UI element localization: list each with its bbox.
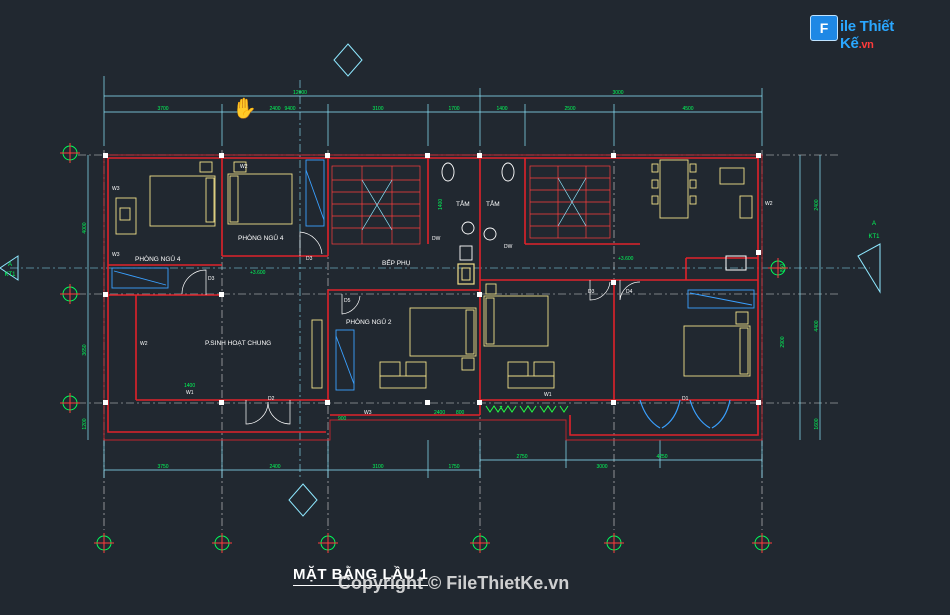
room-bath1-label: TẮM xyxy=(456,199,470,208)
level-l1: +3.600 xyxy=(250,270,266,276)
dim-right-e: 1600 xyxy=(814,418,820,429)
section-marker-texts: A KT1 A KT1 xyxy=(4,221,880,278)
grid-lines xyxy=(10,80,870,530)
dim-top-row2-e: 1400 xyxy=(496,106,507,112)
logo-text-main: ile Thiết Kế xyxy=(840,18,894,52)
bottom-dimension-texts: 3750 2400 3100 1750 2750 3000 4250 xyxy=(157,454,667,470)
window-tag-w3c: W3 xyxy=(364,410,372,416)
grid-bubbles xyxy=(60,143,788,553)
plants xyxy=(485,405,569,413)
door-tag-dw1: DW xyxy=(432,236,441,242)
small-dim-e: 1400 xyxy=(438,199,444,210)
top-dimensions xyxy=(103,76,763,146)
section-markers xyxy=(0,43,881,517)
door-tag-d4: D4 xyxy=(626,289,633,295)
small-dim-d: 900 xyxy=(338,416,347,422)
window-tag-w3a: W3 xyxy=(112,186,120,192)
door-tag-dw2: DW xyxy=(504,244,513,250)
small-dim-c: 2400 xyxy=(434,410,445,416)
wardrobes xyxy=(111,159,755,391)
room-bedroom2-label: PHÒNG NGỦ 2 xyxy=(346,317,392,326)
side-dimensions xyxy=(87,155,821,440)
stair-left xyxy=(331,165,421,245)
section-left-code: KT1 xyxy=(4,272,16,278)
bath-fixtures xyxy=(441,162,515,261)
window-tag-w1a: W1 xyxy=(186,390,194,396)
dim-top-row1-a: 9400 xyxy=(284,106,295,112)
column-nodes xyxy=(103,153,761,405)
door-tag-d5: D5 xyxy=(344,298,351,304)
kitchen-fixture xyxy=(457,255,747,285)
small-dim-a: 1400 xyxy=(184,383,195,389)
pan-hand-icon[interactable]: ✋ xyxy=(232,98,257,120)
dim-bottom-e: 2750 xyxy=(516,454,527,460)
dim-bottom-c: 3100 xyxy=(372,464,383,470)
door-tag-d3a: D3 xyxy=(208,276,215,282)
dim-left-a: 4000 xyxy=(82,222,88,233)
room-living-label: P.SINH HOẠT CHUNG xyxy=(205,340,271,347)
dim-top-row2-c: 3100 xyxy=(372,106,383,112)
dim-top-row2-d: 1700 xyxy=(448,106,459,112)
door-tag-d3b: D3 xyxy=(306,256,313,262)
dim-bottom-d: 1750 xyxy=(448,464,459,470)
stair-right xyxy=(529,165,611,239)
section-left-letter: A xyxy=(8,262,12,268)
door-swings xyxy=(181,231,641,425)
dim-bottom-a: 3750 xyxy=(157,464,168,470)
room-bath2-label: TẮM xyxy=(486,199,500,208)
bottom-dimensions xyxy=(103,440,763,478)
door-tag-d2: D2 xyxy=(268,396,275,402)
dim-top-row2-a: 3700 xyxy=(157,106,168,112)
room-bedroom4b-label: PHÒNG NGỦ 4 xyxy=(238,233,284,242)
window-tag-w2a: W2 xyxy=(240,164,248,170)
window-tag-w2c: W2 xyxy=(765,201,773,207)
small-dim-b: 800 xyxy=(456,410,465,416)
dim-left-b: 3650 xyxy=(82,344,88,355)
dim-right-a: 2400 xyxy=(814,199,820,210)
dim-bottom-g: 4250 xyxy=(656,454,667,460)
dim-bottom-b: 2400 xyxy=(269,464,280,470)
drawing-title: MẶT BẰNG LẦU 1 xyxy=(293,566,429,586)
window-tag-w1b: W1 xyxy=(544,392,552,398)
dim-top-row2-b: 2400 xyxy=(269,106,280,112)
dim-top-total: 12000 xyxy=(293,90,307,96)
section-right-letter: A xyxy=(872,221,876,227)
window-tag-w2b: W2 xyxy=(140,341,148,347)
copyright-watermark: Copyright © FileThietKe.vn xyxy=(338,573,570,593)
room-labels: PHÒNG NGỦ 4 PHÒNG NGỦ 4 P.SINH HOẠT CHUN… xyxy=(135,199,500,347)
dim-right-c: 2900 xyxy=(780,336,786,347)
dim-top-row2-f: 2500 xyxy=(564,106,575,112)
dim-top-row2-g: 4500 xyxy=(682,106,693,112)
window-tag-w3b: W3 xyxy=(112,252,120,258)
dim-bottom-f: 3000 xyxy=(596,464,607,470)
door-tag-d1: D1 xyxy=(682,396,689,402)
dim-top-row1-b: 3000 xyxy=(612,90,623,96)
level-l2: +3.600 xyxy=(618,256,634,262)
top-dimension-texts: 12000 9400 3000 3700 2400 3100 1700 1400… xyxy=(157,90,693,112)
dim-left-c: 1200 xyxy=(82,418,88,429)
door-tag-d3c: D3 xyxy=(588,289,595,295)
logo-text: ile Thiết Kế.vn xyxy=(840,18,920,52)
interior-dims: 1400 800 2400 900 +3.600 +3.600 1400 xyxy=(184,199,634,422)
room-bedroom4a-label: PHÒNG NGỦ 4 xyxy=(135,254,181,263)
filethietke-logo: F ile Thiết Kế.vn xyxy=(810,13,920,52)
logo-mark: F xyxy=(810,15,838,41)
dim-right-d: 4400 xyxy=(814,320,820,331)
section-right-code: KT1 xyxy=(868,234,880,240)
glass-doors xyxy=(639,399,731,429)
logo-text-sub: .vn xyxy=(858,39,874,51)
furniture xyxy=(115,159,753,389)
room-kitchen-label: BẾP PHỤ xyxy=(382,257,411,267)
door-window-tags: D3 D3 D3 D2 DW DW D4 D1 D5 W1 W1 W2 W2 W… xyxy=(112,164,773,416)
walls xyxy=(103,154,763,441)
